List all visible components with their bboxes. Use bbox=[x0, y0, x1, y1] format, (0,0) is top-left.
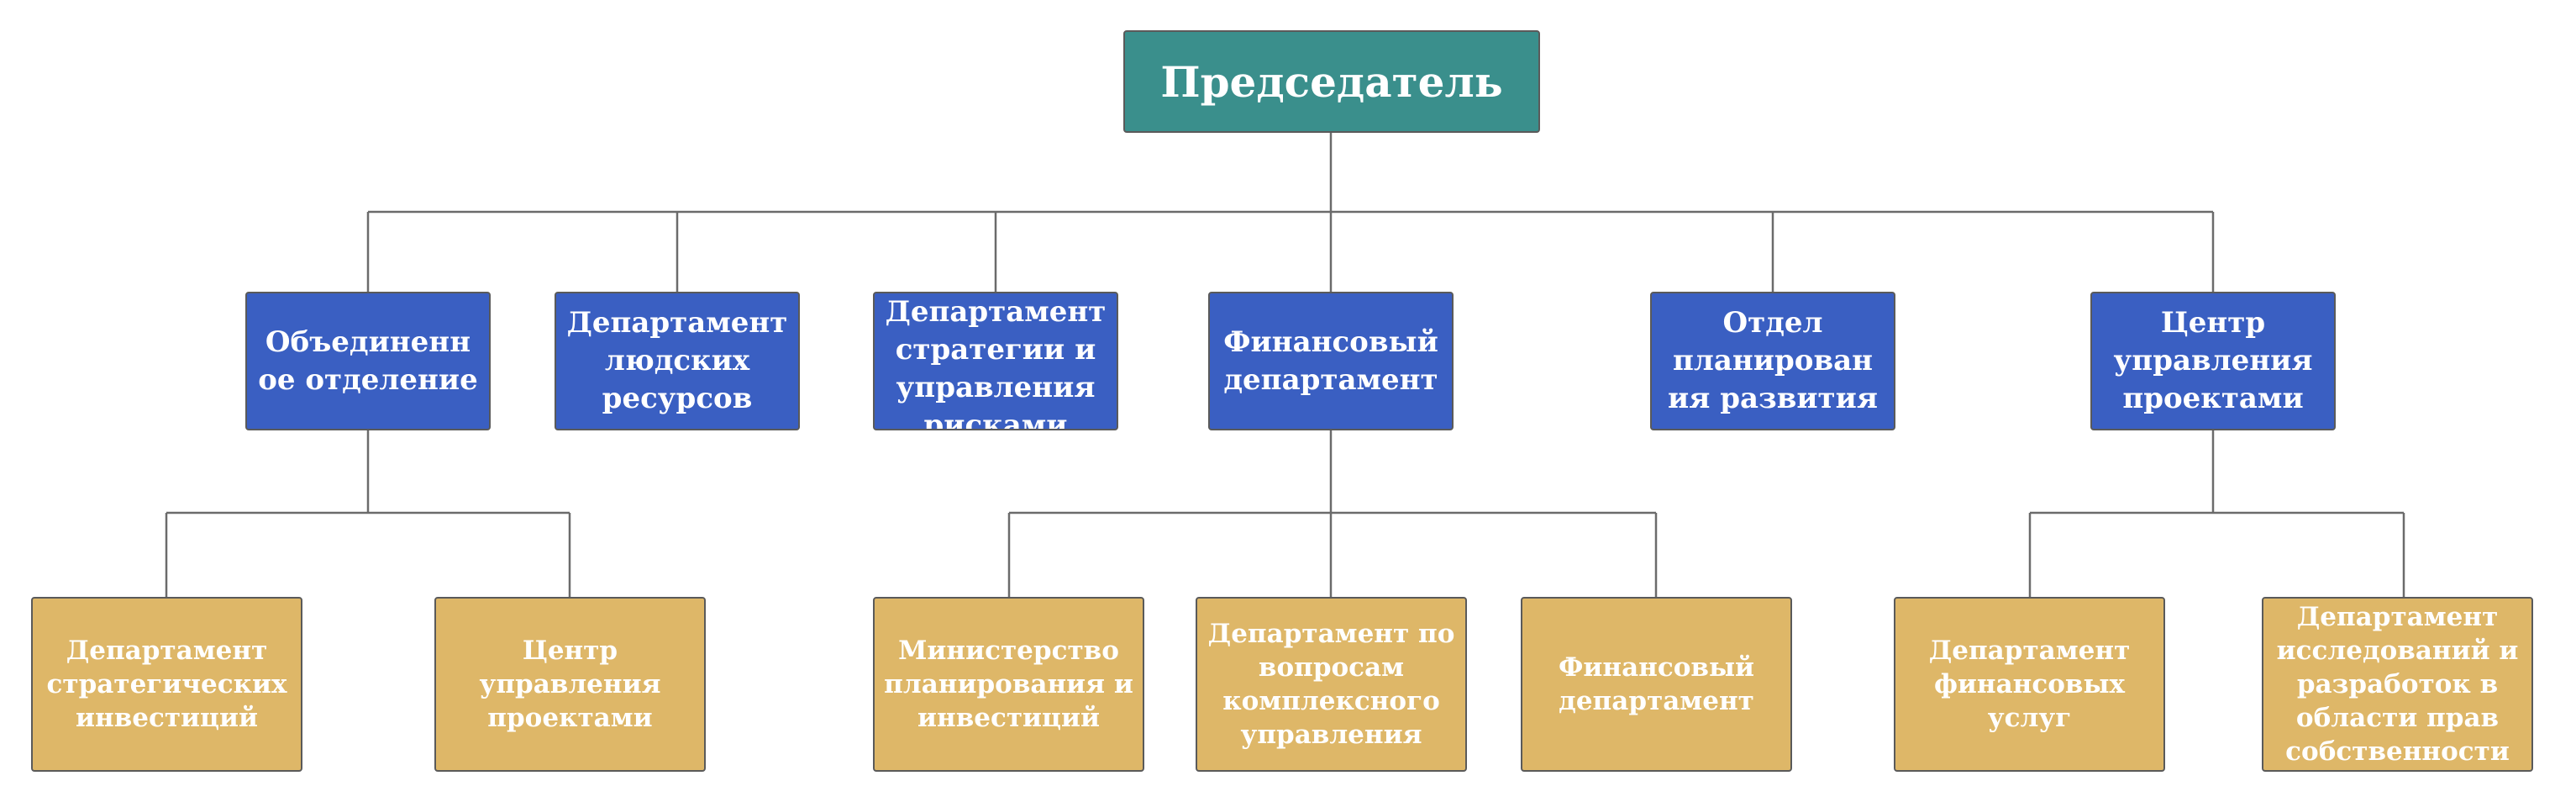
department-label: Финансовый департамент bbox=[1223, 324, 1438, 397]
subunit-node[interactable]: Департамент стратегических инвестиций bbox=[31, 597, 302, 772]
subunit-label: Департамент стратегических инвестиций bbox=[46, 636, 287, 733]
department-node[interactable]: Отдел планирован ия развития bbox=[1650, 292, 1895, 430]
subunit-label: Центр управления проектами bbox=[479, 636, 661, 733]
department-node[interactable]: Финансовый департамент bbox=[1208, 292, 1454, 430]
department-label: Отдел планирован ия развития bbox=[1668, 306, 1878, 415]
department-node[interactable]: Департамент стратегии и управления риска… bbox=[873, 292, 1118, 430]
department-node[interactable]: Департамент людских ресурсов bbox=[555, 292, 800, 430]
subunit-label: Департамент исследований и разработок в … bbox=[2276, 602, 2519, 767]
subunit-node[interactable]: Министерство планирования и инвестиций bbox=[873, 597, 1144, 772]
subunit-label: Финансовый департамент bbox=[1558, 652, 1755, 716]
department-node[interactable]: Объединенн ое отделение bbox=[245, 292, 491, 430]
department-node[interactable]: Центр управления проектами bbox=[2090, 292, 2336, 430]
subunit-label: Министерство планирования и инвестиций bbox=[884, 636, 1133, 733]
subunit-node[interactable]: Департамент исследований и разработок в … bbox=[2262, 597, 2533, 772]
chairman-node[interactable]: Председатель bbox=[1123, 30, 1540, 133]
subunit-node[interactable]: Финансовый департамент bbox=[1521, 597, 1792, 772]
subunit-label: Департамент финансовых услуг bbox=[1928, 636, 2131, 733]
subunit-label: Департамент по вопросам комплексного упр… bbox=[1207, 619, 1455, 750]
subunit-node[interactable]: Департамент финансовых услуг bbox=[1894, 597, 2165, 772]
department-label: Департамент людских ресурсов bbox=[566, 306, 788, 415]
department-label: Объединенн ое отделение bbox=[258, 324, 478, 397]
department-label: Центр управления проектами bbox=[2113, 306, 2313, 415]
chairman-label: Председатель bbox=[1160, 56, 1503, 107]
department-label: Департамент стратегии и управления риска… bbox=[885, 295, 1107, 430]
subunit-node[interactable]: Центр управления проектами bbox=[434, 597, 706, 772]
subunit-node[interactable]: Департамент по вопросам комплексного упр… bbox=[1196, 597, 1467, 772]
